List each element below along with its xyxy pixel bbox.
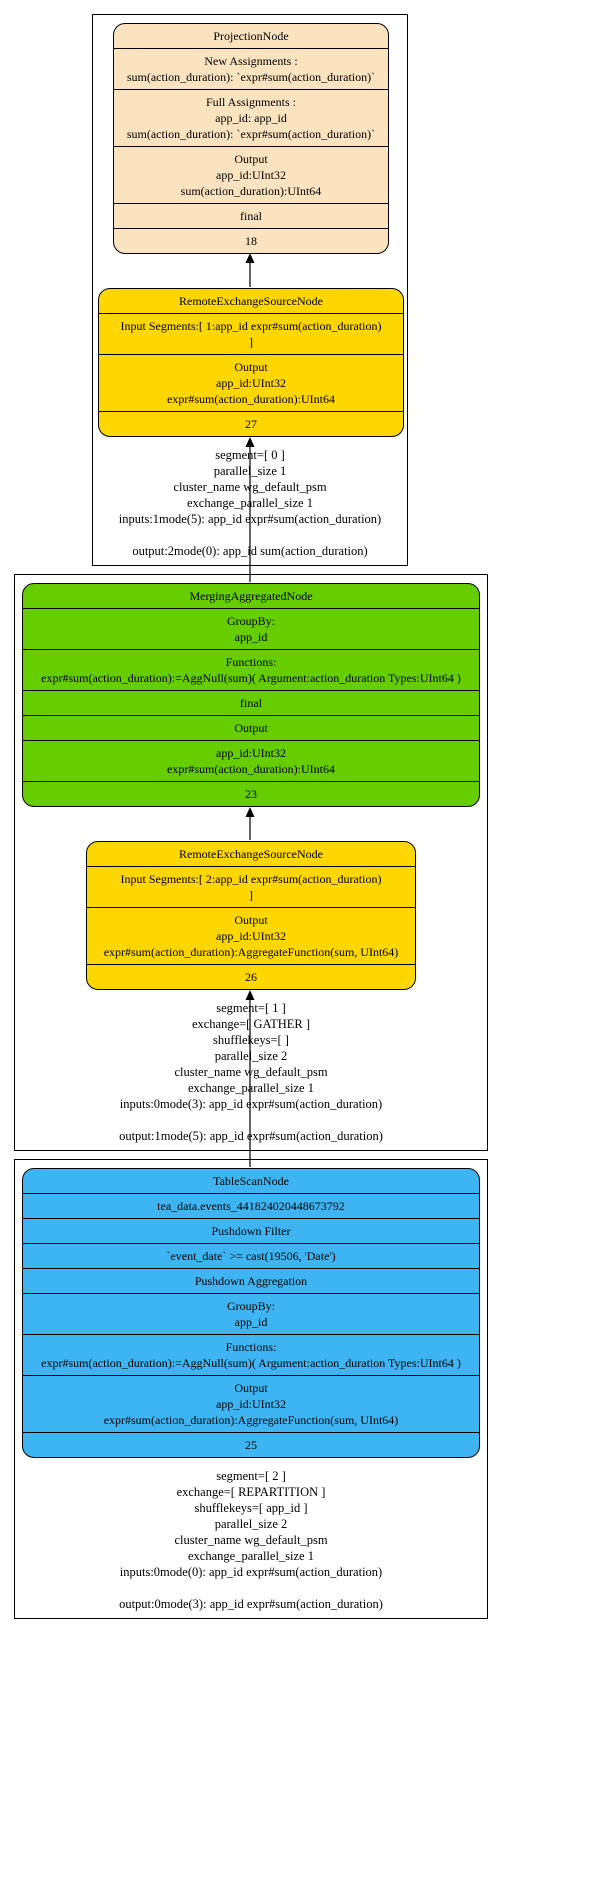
- cluster-segment-0: ProjectionNode New Assignments : sum(act…: [92, 14, 408, 566]
- node-cell-table-name: tea_data.events_441824020448673792: [23, 1193, 479, 1218]
- node-remote-exchange-source-27: RemoteExchangeSourceNode Input Segments:…: [98, 288, 404, 437]
- node-cell-new-assignments: New Assignments : sum(action_duration): …: [114, 48, 388, 89]
- node-cell-output-columns: app_id:UInt32 expr#sum(action_duration):…: [23, 740, 479, 781]
- node-title: RemoteExchangeSourceNode: [179, 294, 323, 308]
- node-id-badge: 23: [23, 781, 479, 806]
- node-cell-groupby: GroupBy: app_id: [23, 608, 479, 649]
- node-cell-functions: Functions: expr#sum(action_duration):=Ag…: [23, 649, 479, 690]
- cluster-label-segment-2: segment=[ 2 ] exchange=[ REPARTITION ] s…: [119, 1469, 383, 1611]
- node-cell-input-segments: Input Segments:[ 1:app_id expr#sum(actio…: [99, 313, 403, 354]
- node-id-badge: 26: [87, 964, 415, 989]
- node-title: TableScanNode: [213, 1174, 289, 1188]
- node-cell-output: Output app_id:UInt32 sum(action_duration…: [114, 146, 388, 203]
- node-remote-exchange-source-26: RemoteExchangeSourceNode Input Segments:…: [86, 841, 416, 990]
- node-cell-output-header: Output: [23, 715, 479, 740]
- node-cell-output: Output app_id:UInt32 expr#sum(action_dur…: [23, 1375, 479, 1432]
- node-cell-filter-expression: `event_date` >= cast(19506, 'Date'): [23, 1243, 479, 1268]
- node-cell-output: Output app_id:UInt32 expr#sum(action_dur…: [87, 907, 415, 964]
- node-table-scan: TableScanNode tea_data.events_4418240204…: [22, 1168, 480, 1458]
- node-cell-final: final: [114, 203, 388, 228]
- cluster-label-segment-1: segment=[ 1 ] exchange=[ GATHER ] shuffl…: [119, 1001, 383, 1143]
- node-cell-groupby: GroupBy: app_id: [23, 1293, 479, 1334]
- node-id-badge: 25: [23, 1432, 479, 1457]
- node-cell-pushdown-aggregation-header: Pushdown Aggregation: [23, 1268, 479, 1293]
- cluster-label-segment-0: segment=[ 0 ] parallel_size 1 cluster_na…: [118, 448, 382, 558]
- node-id-badge: 18: [114, 228, 388, 253]
- node-merging-aggregated: MergingAggregatedNode GroupBy: app_id Fu…: [22, 583, 480, 807]
- node-cell-functions: Functions: expr#sum(action_duration):=Ag…: [23, 1334, 479, 1375]
- node-cell-output: Output app_id:UInt32 expr#sum(action_dur…: [99, 354, 403, 411]
- node-cell-pushdown-filter-header: Pushdown Filter: [23, 1218, 479, 1243]
- node-id-badge: 27: [99, 411, 403, 436]
- node-cell-input-segments: Input Segments:[ 2:app_id expr#sum(actio…: [87, 866, 415, 907]
- node-title: MergingAggregatedNode: [189, 589, 313, 603]
- cluster-segment-2: TableScanNode tea_data.events_4418240204…: [14, 1159, 488, 1619]
- node-projection: ProjectionNode New Assignments : sum(act…: [113, 23, 389, 254]
- node-cell-final: final: [23, 690, 479, 715]
- cluster-segment-1: MergingAggregatedNode GroupBy: app_id Fu…: [14, 574, 488, 1151]
- node-cell-full-assignments: Full Assignments : app_id: app_id sum(ac…: [114, 89, 388, 146]
- node-title: ProjectionNode: [213, 29, 289, 43]
- node-title: RemoteExchangeSourceNode: [179, 847, 323, 861]
